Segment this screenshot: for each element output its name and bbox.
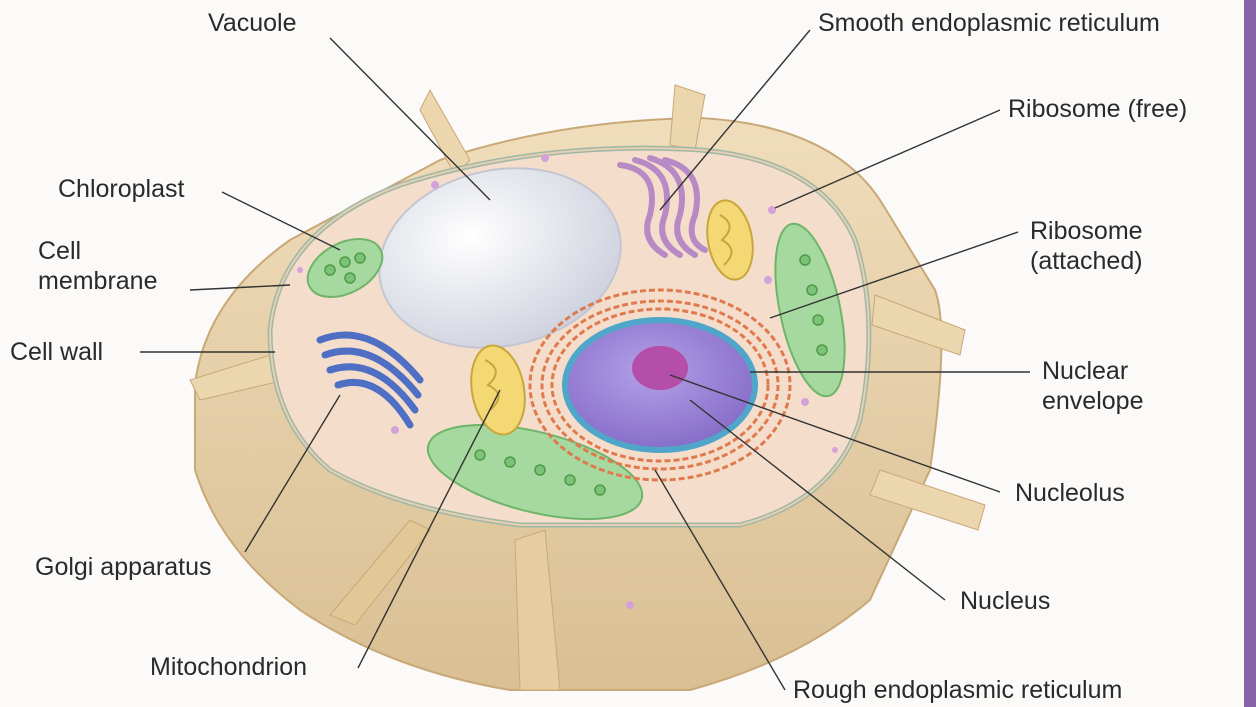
purple-page-edge bbox=[1244, 0, 1256, 707]
label-cell-membrane-line1: Cell bbox=[38, 236, 158, 266]
label-cell-membrane: Cell membrane bbox=[38, 236, 158, 296]
label-smooth-er: Smooth endoplasmic reticulum bbox=[818, 8, 1160, 38]
label-nucleolus: Nucleolus bbox=[1015, 478, 1125, 508]
label-nuclear-envelope-line2: envelope bbox=[1042, 386, 1143, 416]
label-cell-membrane-line2: membrane bbox=[38, 266, 158, 296]
label-ribosome-free: Ribosome (free) bbox=[1008, 94, 1187, 124]
label-nuclear-envelope: Nuclear envelope bbox=[1042, 356, 1143, 416]
label-ribosome-attached-line2: (attached) bbox=[1030, 246, 1143, 276]
label-golgi: Golgi apparatus bbox=[35, 552, 212, 582]
label-vacuole: Vacuole bbox=[208, 8, 297, 38]
label-mitochondrion: Mitochondrion bbox=[150, 652, 307, 682]
label-nuclear-envelope-line1: Nuclear bbox=[1042, 356, 1143, 386]
label-ribosome-attached: Ribosome (attached) bbox=[1030, 216, 1143, 276]
label-ribosome-attached-line1: Ribosome bbox=[1030, 216, 1143, 246]
label-cell-wall: Cell wall bbox=[10, 337, 103, 367]
label-chloroplast: Chloroplast bbox=[58, 174, 184, 204]
label-rough-er: Rough endoplasmic reticulum bbox=[793, 675, 1122, 705]
nucleolus-shape bbox=[632, 346, 688, 390]
label-nucleus: Nucleus bbox=[960, 586, 1050, 616]
